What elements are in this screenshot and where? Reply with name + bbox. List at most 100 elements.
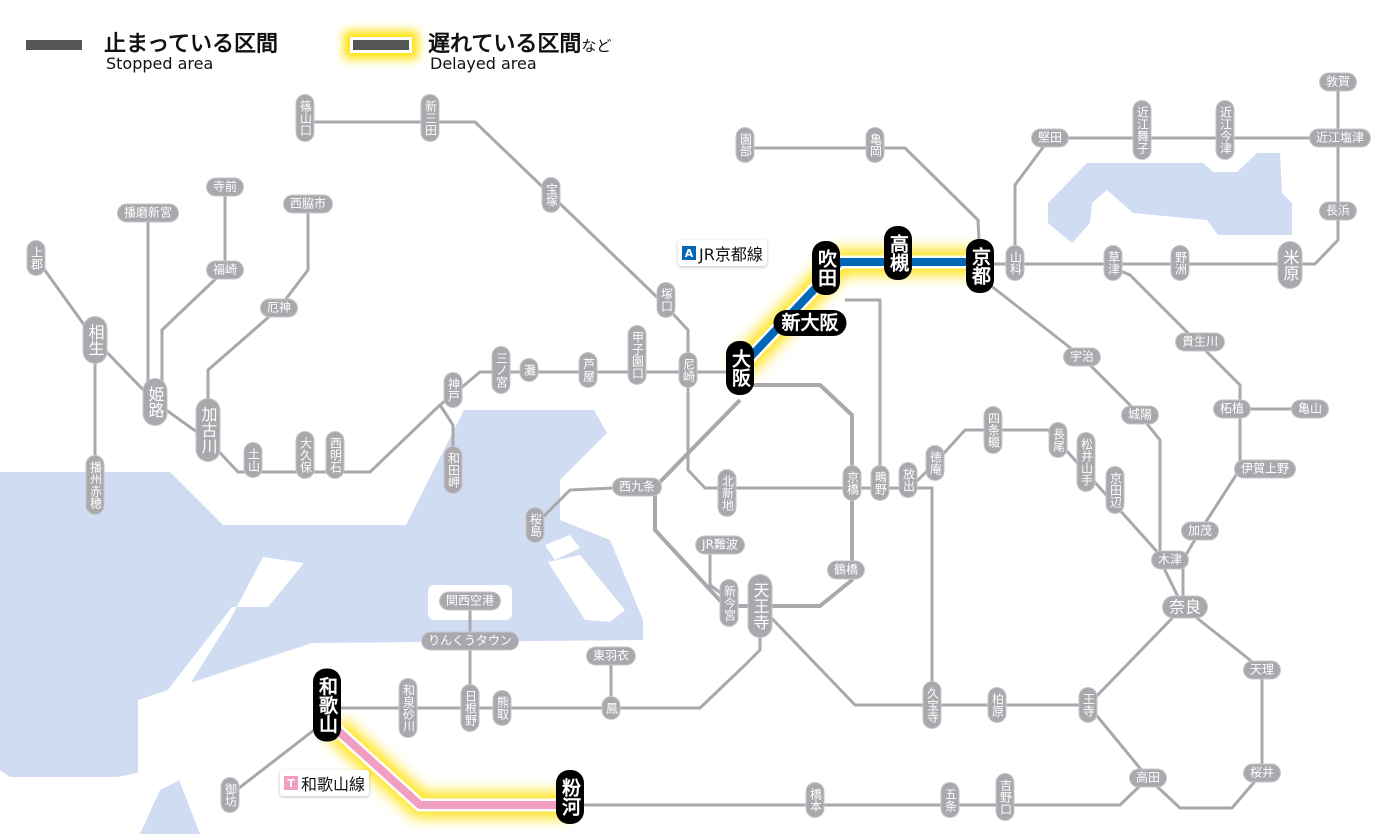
station-kibukawa[interactable]: 貴生川	[1175, 333, 1225, 351]
station-tennoji[interactable]: 天王寺	[748, 575, 772, 637]
station-uji[interactable]: 宇治	[1063, 348, 1101, 366]
station-fukusaki[interactable]: 福崎	[206, 261, 244, 279]
station-sakurai[interactable]: 桜井	[1243, 764, 1281, 782]
station-omishiotsu[interactable]: 近江塩津	[1309, 129, 1371, 147]
station-sannomiya[interactable]: 三ノ宮	[492, 347, 510, 393]
line-badge-wakayama[interactable]: T 和歌山線	[280, 770, 370, 796]
station-shigino[interactable]: 鴫野	[871, 466, 889, 500]
station-kamigori[interactable]: 上郡	[27, 241, 45, 275]
station-nara[interactable]: 奈良	[1162, 596, 1208, 618]
station-jrnamba[interactable]: JR難波	[696, 536, 744, 554]
wakayama-line-delayed-color	[332, 725, 570, 809]
station-kansaikuko[interactable]: 関西空港	[439, 592, 501, 610]
station-katata[interactable]: 堅田	[1031, 129, 1069, 147]
water	[0, 153, 1292, 834]
station-ashiya[interactable]: 芦屋	[579, 353, 597, 387]
station-igaueno[interactable]: 伊賀上野	[1234, 460, 1296, 478]
station-hineno[interactable]: 日根野	[461, 685, 479, 731]
station-kamo[interactable]: 加茂	[1181, 522, 1219, 540]
station-kizu[interactable]: 木津	[1151, 551, 1189, 569]
station-nagao[interactable]: 長尾	[1049, 423, 1067, 457]
station-kyobashi[interactable]: 京橋	[843, 466, 861, 500]
station-kumatori[interactable]: 熊取	[493, 691, 511, 725]
station-matsuiyamate[interactable]: 松井山手	[1077, 433, 1095, 491]
station-gobo[interactable]: 御坊	[221, 778, 239, 812]
station-sakurajima[interactable]: 桜島	[526, 508, 544, 542]
station-suita[interactable]: 吹田	[812, 241, 840, 295]
station-shinsanda[interactable]: 新三田	[421, 95, 439, 141]
line-badge-kyoto[interactable]: A JR京都線	[678, 240, 767, 266]
station-takarazuka[interactable]: 宝塚	[542, 178, 560, 212]
station-sasayamaguchi[interactable]: 篠山口	[296, 95, 314, 141]
station-sonobe[interactable]: 園部	[736, 128, 754, 162]
wakayama-line-east	[575, 776, 1150, 807]
station-tsuge[interactable]: 柘植	[1213, 400, 1251, 418]
station-oji[interactable]: 王寺	[1079, 688, 1097, 722]
station-shinosaka[interactable]: 新大阪	[773, 310, 847, 336]
station-kyuhoji[interactable]: 久宝寺	[923, 682, 941, 728]
station-kobe[interactable]: 神戸	[444, 373, 462, 407]
station-shinimamiya[interactable]: 新今宮	[720, 580, 738, 626]
station-takatsuki[interactable]: 高槻	[884, 226, 912, 280]
station-maibara[interactable]: 米原	[1278, 242, 1302, 288]
station-nagahama[interactable]: 長浜	[1319, 202, 1357, 220]
line-letter-icon: T	[284, 776, 298, 790]
station-osaka[interactable]: 大阪	[726, 341, 754, 395]
station-tsuruhashi[interactable]: 鶴橋	[827, 561, 865, 579]
station-tsukaguchi[interactable]: 塚口	[657, 283, 675, 317]
station-banshuako[interactable]: 播州赤穂	[86, 456, 104, 514]
station-nada[interactable]: 灘	[520, 359, 538, 381]
station-hashimoto[interactable]: 橋本	[806, 783, 824, 817]
station-kyoto[interactable]: 京都	[966, 239, 994, 293]
station-kameoka[interactable]: 亀岡	[866, 128, 884, 162]
station-amagasaki[interactable]: 尼崎	[679, 353, 697, 387]
station-omimaiko[interactable]: 近江舞子	[1133, 101, 1151, 159]
station-wadamisaki[interactable]: 和田岬	[444, 447, 462, 493]
station-kitashinchi[interactable]: 北新地	[718, 470, 736, 516]
line-name: JR京都線	[699, 245, 763, 264]
station-nishiakashi[interactable]: 西明石	[326, 432, 344, 478]
station-kashiwara[interactable]: 柏原	[988, 688, 1006, 722]
station-yoshinoguchi[interactable]: 吉野口	[996, 774, 1014, 820]
station-nishiwakishi[interactable]: 西脇市	[283, 195, 333, 213]
station-tokuan[interactable]: 徳庵	[926, 446, 944, 480]
station-omiimazu[interactable]: 近江今津	[1216, 101, 1234, 159]
station-izumisunagawa[interactable]: 和泉砂川	[399, 679, 417, 737]
station-tsuchiyama[interactable]: 土山	[244, 443, 262, 477]
station-nishikujo[interactable]: 西九条	[612, 478, 662, 496]
station-harimashingu[interactable]: 播磨新宮	[117, 204, 179, 222]
station-kyotanabe[interactable]: 京田辺	[1106, 467, 1124, 513]
station-teramae[interactable]: 寺前	[206, 178, 244, 196]
sanin-line	[745, 146, 982, 263]
line-name: 和歌山線	[301, 775, 366, 794]
station-kokawa[interactable]: 粉河	[556, 770, 584, 824]
station-aioi[interactable]: 相生	[83, 317, 107, 363]
station-tenri[interactable]: 天理	[1243, 661, 1281, 679]
kinokuni-line	[229, 718, 328, 797]
station-rinkutown[interactable]: りんくうタウン	[422, 632, 518, 650]
station-joyo[interactable]: 城陽	[1121, 406, 1159, 424]
kyoto-line-delayed-color	[737, 258, 980, 371]
station-wakayama[interactable]: 和歌山	[313, 668, 341, 742]
station-kameyama[interactable]: 亀山	[1291, 400, 1329, 418]
station-himeji[interactable]: 姫路	[143, 379, 167, 425]
station-tsuruga[interactable]: 敦賀	[1319, 73, 1357, 91]
station-shijonawate[interactable]: 四条畷	[984, 407, 1002, 453]
station-kusatsu[interactable]: 草津	[1104, 246, 1122, 280]
port-island	[548, 555, 625, 622]
station-hanaten[interactable]: 放出	[899, 463, 917, 497]
station-koshienguchi[interactable]: 甲子園口	[628, 326, 646, 384]
station-kakogawa[interactable]: 加古川	[196, 399, 220, 461]
station-takada[interactable]: 高田	[1129, 769, 1167, 787]
station-yasu[interactable]: 野洲	[1171, 246, 1189, 280]
stopped-label-en: Stopped area	[106, 54, 214, 73]
osaka-higashi-line	[845, 298, 934, 705]
station-gojo[interactable]: 五条	[941, 783, 959, 817]
station-okubo[interactable]: 大久保	[296, 432, 314, 478]
station-yakujin[interactable]: 厄神	[260, 299, 298, 317]
station-yamashina[interactable]: 山科	[1006, 246, 1024, 280]
station-higashihagoromo[interactable]: 東羽衣	[586, 647, 636, 665]
station-otori[interactable]: 鳳	[602, 697, 620, 719]
stopped-swatch	[26, 40, 82, 50]
